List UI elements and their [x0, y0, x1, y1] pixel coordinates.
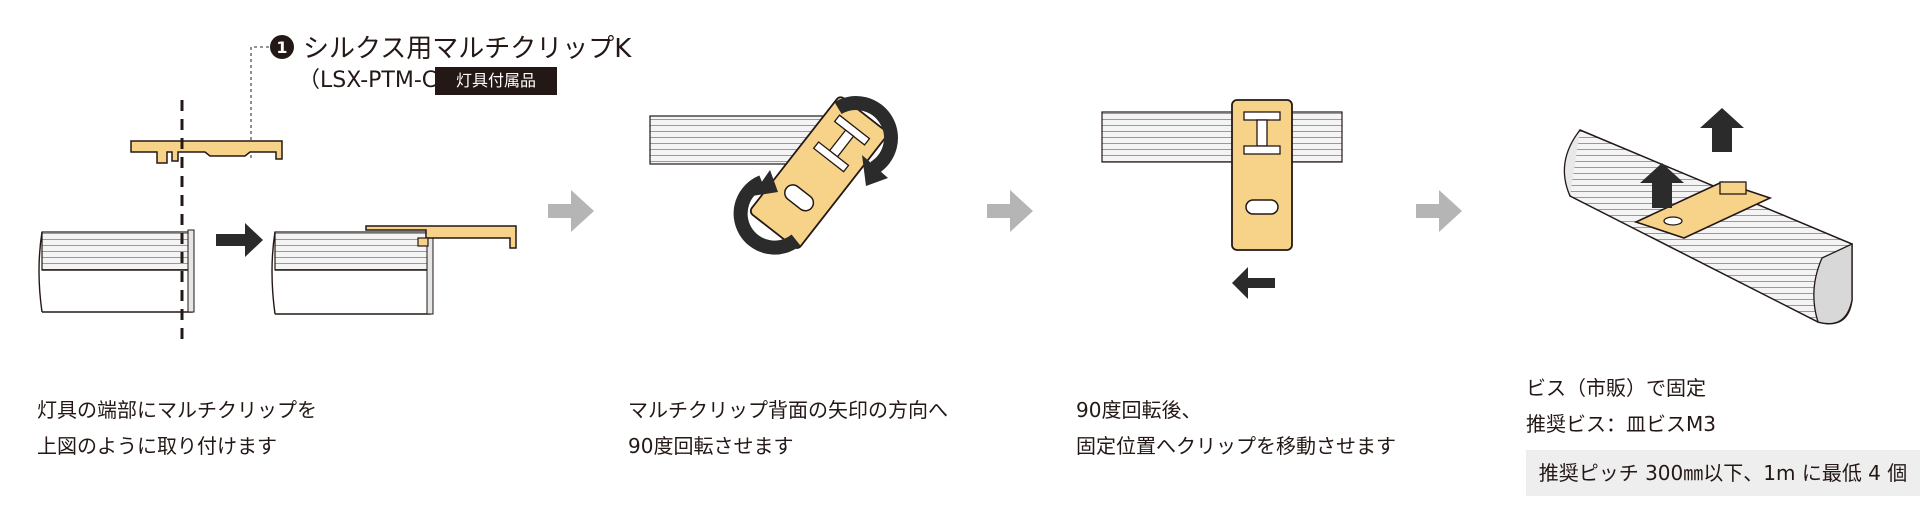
- step3-caption-line2: 固定位置へクリップを移動させます: [1076, 434, 1396, 458]
- callout-number: 1: [276, 38, 287, 57]
- step3-caption-line1: 90度回転後、: [1076, 398, 1202, 422]
- chevron-right-arrow-icon: [548, 190, 594, 232]
- clip-vertical: [1231, 99, 1293, 251]
- step2-caption: マルチクリップ背面の矢印の方向へ 90度回転させます: [628, 392, 948, 464]
- step1-illustration: [38, 46, 517, 345]
- step4-caption-line1: ビス（市販）で固定: [1526, 376, 1706, 400]
- step4-caption-line2: 推奨ビス：皿ビスM3: [1526, 412, 1716, 436]
- right-arrow-icon: [216, 223, 263, 257]
- rail-step3: [1101, 111, 1343, 163]
- accessory-badge: 灯具付属品: [435, 67, 557, 95]
- circular-arrow-icon: [733, 170, 801, 255]
- up-arrow-icon: [1640, 163, 1684, 208]
- step2-caption-line2: 90度回転させます: [628, 434, 794, 458]
- step2-caption-line1: マルチクリップ背面の矢印の方向へ: [628, 398, 948, 422]
- up-arrow-icon: [1700, 108, 1744, 152]
- step2-illustration: [649, 96, 898, 255]
- step1-caption-line2: 上図のように取り付けます: [37, 434, 277, 458]
- step3-illustration: [1101, 99, 1343, 299]
- clip-rotated: [749, 96, 888, 249]
- callout-model: （LSX-PTM-C）: [298, 68, 460, 93]
- step1-caption-line1: 灯具の端部にマルチクリップを: [37, 398, 317, 422]
- circular-arrow-icon: [834, 96, 898, 186]
- callout-title: シルクス用マルチクリップK: [303, 34, 632, 64]
- step1-caption: 灯具の端部にマルチクリップを 上図のように取り付けます: [37, 392, 317, 464]
- clip-side-view: [130, 140, 283, 164]
- chevron-right-arrow-icon: [1416, 190, 1462, 232]
- step4-illustration: [1563, 108, 1853, 325]
- recommended-pitch-note: 推奨ピッチ 300㎜以下、1m に最低 4 個: [1526, 450, 1920, 496]
- rail-profile-right: [271, 225, 517, 315]
- step3-caption: 90度回転後、 固定位置へクリップを移動させます: [1076, 392, 1396, 464]
- clip-mounted: [1633, 181, 1773, 239]
- callout-number-badge: 1: [270, 35, 294, 59]
- rail-profile-left: [38, 229, 195, 313]
- step4-caption: ビス（市販）で固定 推奨ビス：皿ビスM3: [1526, 370, 1716, 442]
- chevron-right-arrow-icon: [987, 190, 1033, 232]
- left-arrow-icon: [1232, 267, 1275, 299]
